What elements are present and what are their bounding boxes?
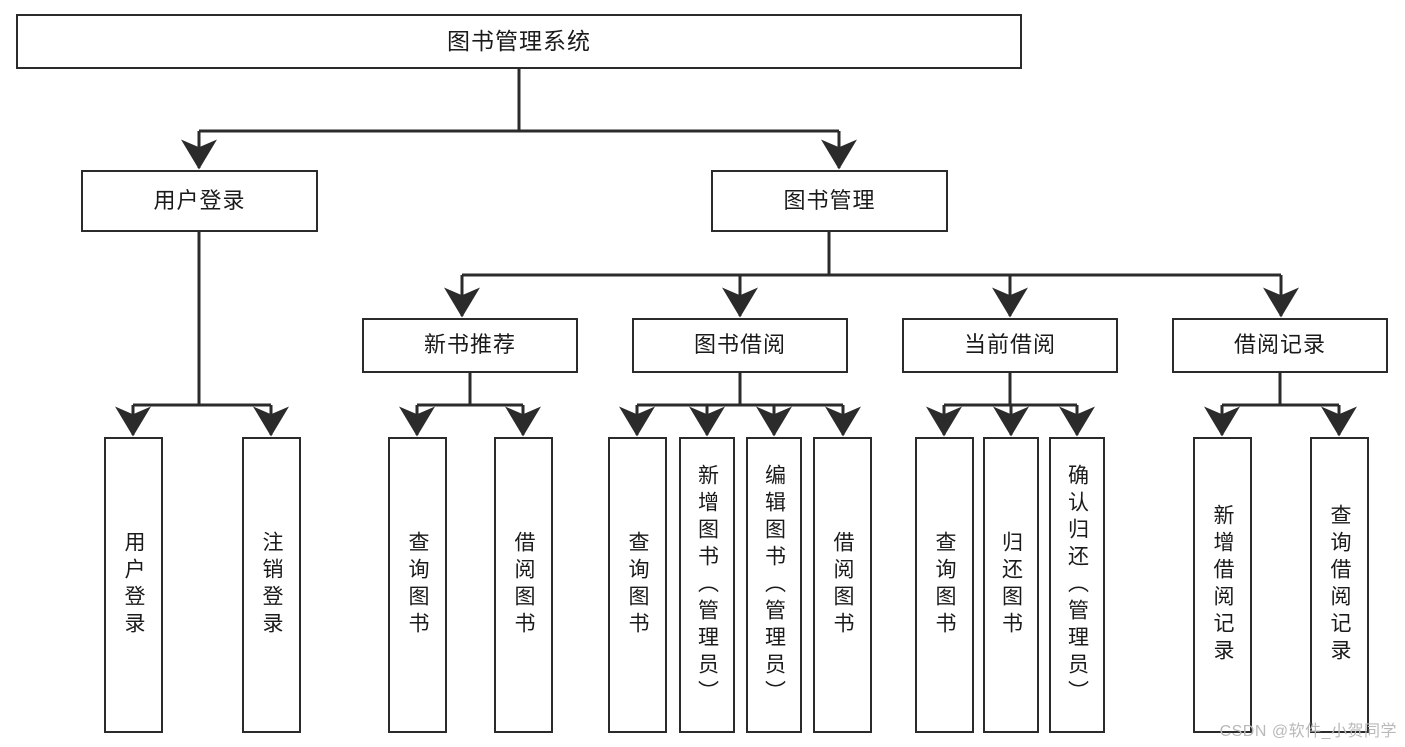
node-leaf-query-book-3-label: 查询图书 — [933, 531, 956, 639]
node-leaf-query-book-1[interactable]: 查询图书 — [388, 437, 447, 733]
node-leaf-add-record[interactable]: 新增借阅记录 — [1193, 437, 1252, 733]
node-leaf-confirm-return-label: 确认归还（管理员） — [1065, 463, 1089, 707]
node-book-borrow[interactable]: 图书借阅 — [632, 318, 848, 373]
node-current-borrow[interactable]: 当前借阅 — [902, 318, 1118, 373]
node-leaf-query-book-3[interactable]: 查询图书 — [915, 437, 974, 733]
node-leaf-add-book-label: 新增图书（管理员） — [695, 463, 719, 707]
node-leaf-user-login-label: 用户登录 — [122, 531, 145, 639]
node-user-login[interactable]: 用户登录 — [81, 170, 318, 232]
node-leaf-borrow-book-2-label: 借阅图书 — [831, 531, 854, 639]
node-leaf-confirm-return[interactable]: 确认归还（管理员） — [1049, 437, 1105, 733]
node-leaf-borrow-book-2[interactable]: 借阅图书 — [813, 437, 872, 733]
node-leaf-return-book[interactable]: 归还图书 — [983, 437, 1039, 733]
node-new-book-recommend-label: 新书推荐 — [423, 332, 516, 358]
node-leaf-query-book-2[interactable]: 查询图书 — [608, 437, 667, 733]
node-leaf-borrow-book-1-label: 借阅图书 — [512, 531, 535, 639]
node-leaf-query-book-2-label: 查询图书 — [626, 531, 649, 639]
node-leaf-query-record-label: 查询借阅记录 — [1328, 504, 1351, 666]
node-book-management[interactable]: 图书管理 — [711, 170, 948, 232]
node-leaf-add-record-label: 新增借阅记录 — [1211, 504, 1234, 666]
node-root[interactable]: 图书管理系统 — [16, 14, 1022, 69]
node-leaf-edit-book[interactable]: 编辑图书（管理员） — [746, 437, 802, 733]
node-leaf-query-book-1-label: 查询图书 — [406, 531, 429, 639]
node-new-book-recommend[interactable]: 新书推荐 — [362, 318, 578, 373]
node-leaf-edit-book-label: 编辑图书（管理员） — [762, 463, 786, 707]
node-user-login-label: 用户登录 — [153, 187, 246, 213]
node-borrow-record-label: 借阅记录 — [1233, 332, 1326, 358]
node-leaf-user-logout[interactable]: 注销登录 — [242, 437, 301, 733]
node-leaf-add-book[interactable]: 新增图书（管理员） — [679, 437, 735, 733]
node-leaf-user-login[interactable]: 用户登录 — [104, 437, 163, 733]
node-book-borrow-label: 图书借阅 — [693, 332, 786, 358]
node-leaf-user-logout-label: 注销登录 — [260, 531, 283, 639]
node-current-borrow-label: 当前借阅 — [963, 332, 1056, 358]
node-root-label: 图书管理系统 — [447, 27, 591, 54]
node-book-management-label: 图书管理 — [783, 187, 876, 213]
node-leaf-return-book-label: 归还图书 — [999, 531, 1023, 639]
node-leaf-query-record[interactable]: 查询借阅记录 — [1310, 437, 1369, 733]
node-borrow-record[interactable]: 借阅记录 — [1172, 318, 1388, 373]
watermark: CSDN @软件_小贺同学 — [1219, 723, 1397, 740]
node-leaf-borrow-book-1[interactable]: 借阅图书 — [494, 437, 553, 733]
